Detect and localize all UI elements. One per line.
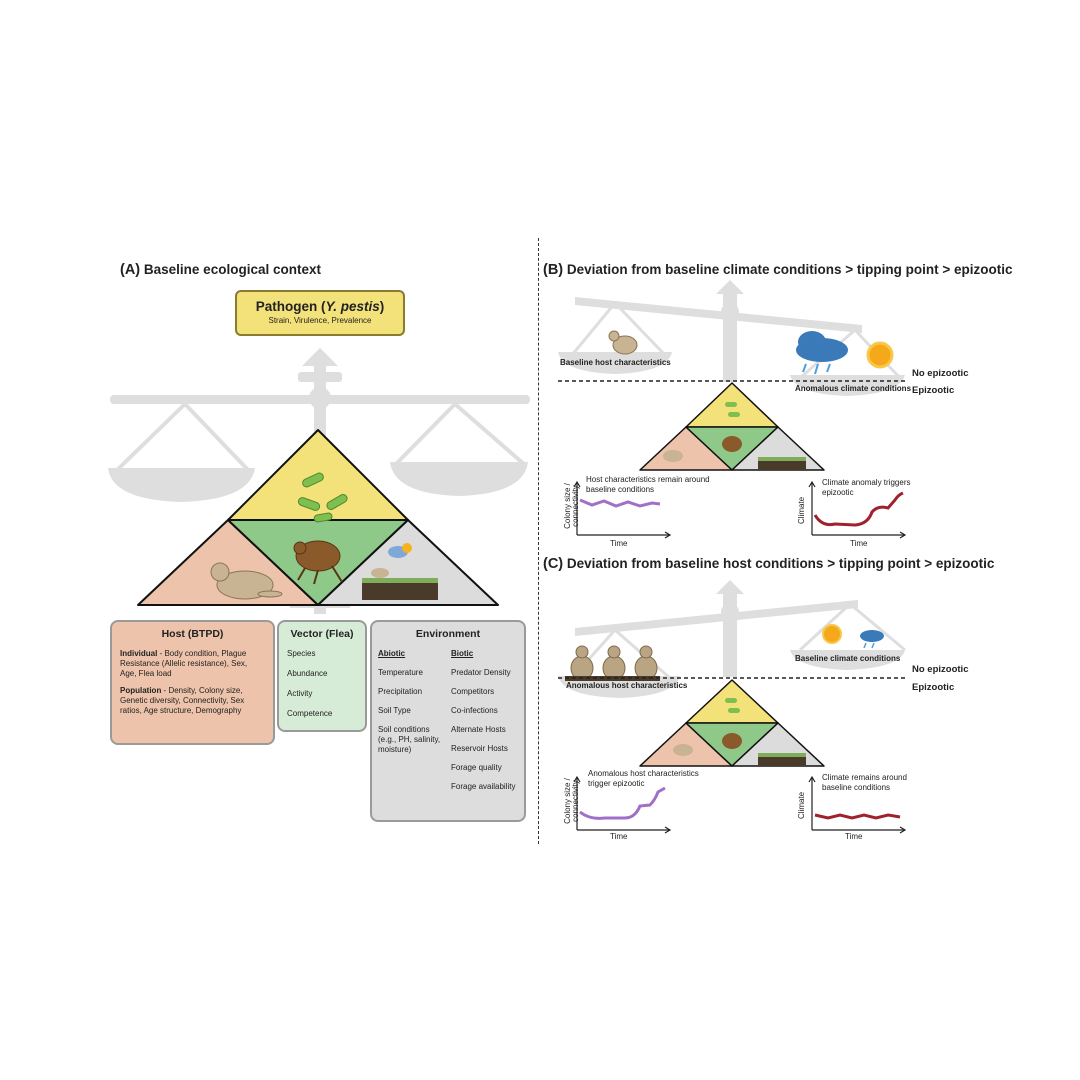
- biotic-item: Competitors: [451, 687, 495, 697]
- climate-graph-caption-c: Climate remains around baseline conditio…: [822, 773, 907, 792]
- abiotic-heading: Abiotic: [378, 649, 406, 659]
- storm-cloud-icon: [796, 331, 848, 375]
- vector-item: Species: [287, 649, 316, 659]
- vector-title: Vector (Flea): [290, 628, 354, 640]
- host-line-b: [579, 498, 661, 508]
- host-graph-xlabel: Time: [610, 539, 628, 548]
- biotic-item: Forage quality: [451, 763, 502, 773]
- host-graph-caption: Host characteristics remain around basel…: [586, 475, 710, 494]
- host-graph-caption-c: Anomalous host characteristics trigger e…: [588, 769, 699, 788]
- sun-icon: [866, 341, 894, 369]
- scale-c: [558, 580, 906, 698]
- host-box: Host (BTPD) Individual - Body condition,…: [110, 620, 275, 745]
- cloud-icon-c: [860, 630, 884, 649]
- biotic-item: Forage availability: [451, 782, 516, 792]
- host-graph-ylabel: Colony size / connectivity: [563, 483, 581, 529]
- baseline-host-label: Baseline host characteristics: [560, 358, 671, 367]
- climate-graph-ylabel-c: Climate: [797, 791, 806, 819]
- pathogen-subtitle: Strain, Virulence, Prevalence: [268, 316, 372, 325]
- biotic-item: Alternate Hosts: [451, 725, 506, 735]
- vector-item: Abundance: [287, 669, 328, 679]
- environment-box: Environment Abiotic Temperature Precipit…: [370, 620, 526, 822]
- no-epizootic-label: No epizootic: [912, 368, 969, 379]
- panel-c-title: (C) Deviation from baseline host conditi…: [543, 556, 995, 572]
- abiotic-item: Precipitation: [378, 687, 423, 697]
- biotic-heading: Biotic: [451, 649, 474, 659]
- abiotic-column: Abiotic Temperature Precipitation Soil T…: [378, 649, 445, 801]
- abiotic-item: Soil conditions (e.g., PH, salinity, moi…: [378, 725, 441, 755]
- host-title: Host (BTPD): [161, 628, 224, 640]
- panel-a-title: (A) Baseline ecological context: [120, 262, 321, 278]
- climate-graph-b-axes: [808, 480, 907, 539]
- host-population: Population - Density, Colony size, Genet…: [120, 686, 245, 716]
- biotic-item: Reservoir Hosts: [451, 744, 508, 754]
- bacteria-icon: [297, 472, 348, 523]
- vector-item: Activity: [287, 689, 313, 699]
- climate-graph-ylabel: Climate: [797, 496, 806, 524]
- climate-graph-xlabel: Time: [850, 539, 868, 548]
- biotic-item: Predator Density: [451, 668, 511, 678]
- panel-divider: [538, 238, 539, 844]
- biotic-item: Co-infections: [451, 706, 498, 716]
- abiotic-item: Soil Type: [378, 706, 411, 716]
- no-epizootic-label-c: No epizootic: [912, 664, 969, 675]
- vector-item: Competence: [287, 709, 333, 719]
- prairie-dog-icon: [210, 562, 283, 600]
- pathogen-box: Pathogen (Y. pestis) Strain, Virulence, …: [235, 290, 405, 336]
- soil-landscape-icon: [362, 543, 438, 600]
- abiotic-item: Temperature: [378, 668, 423, 678]
- climate-graph-caption: Climate anomaly triggers epizootic: [822, 478, 911, 497]
- host-individual: Individual - Body condition, Plague Resi…: [120, 649, 248, 679]
- host-line-c: [579, 786, 666, 820]
- prairie-dog-icon-b: [608, 330, 638, 355]
- host-graph-xlabel-c: Time: [610, 832, 628, 841]
- sun-icon-c: [822, 624, 842, 644]
- climate-graph-c-axes: [808, 775, 907, 834]
- baseline-climate-label: Baseline climate conditions: [795, 654, 901, 663]
- environment-title: Environment: [415, 628, 481, 640]
- panel-b-title: (B) Deviation from baseline climate cond…: [543, 262, 1013, 278]
- scale-a: [108, 348, 530, 614]
- host-graph-ylabel-c: Colony size / connectivity: [563, 778, 581, 824]
- flea-icon: [293, 540, 343, 585]
- host-graph-c-axes: [573, 775, 672, 834]
- epizootic-label: Epizootic: [912, 385, 955, 396]
- pathogen-title: Pathogen (Y. pestis): [255, 299, 385, 314]
- prairie-dog-group-icon: [565, 645, 660, 681]
- climate-graph-xlabel-c: Time: [845, 832, 863, 841]
- epizootic-label-c: Epizootic: [912, 682, 955, 693]
- climate-line-b: [813, 491, 904, 527]
- anomalous-host-label: Anomalous host characteristics: [566, 681, 688, 690]
- biotic-column: Biotic Predator Density Competitors Co-i…: [451, 649, 518, 801]
- vector-box: Vector (Flea) Species Abundance Activity…: [277, 620, 367, 732]
- anomalous-climate-label: Anomalous climate conditions: [795, 384, 912, 393]
- host-graph-b-axes: [573, 480, 672, 539]
- climate-line-c: [814, 813, 901, 820]
